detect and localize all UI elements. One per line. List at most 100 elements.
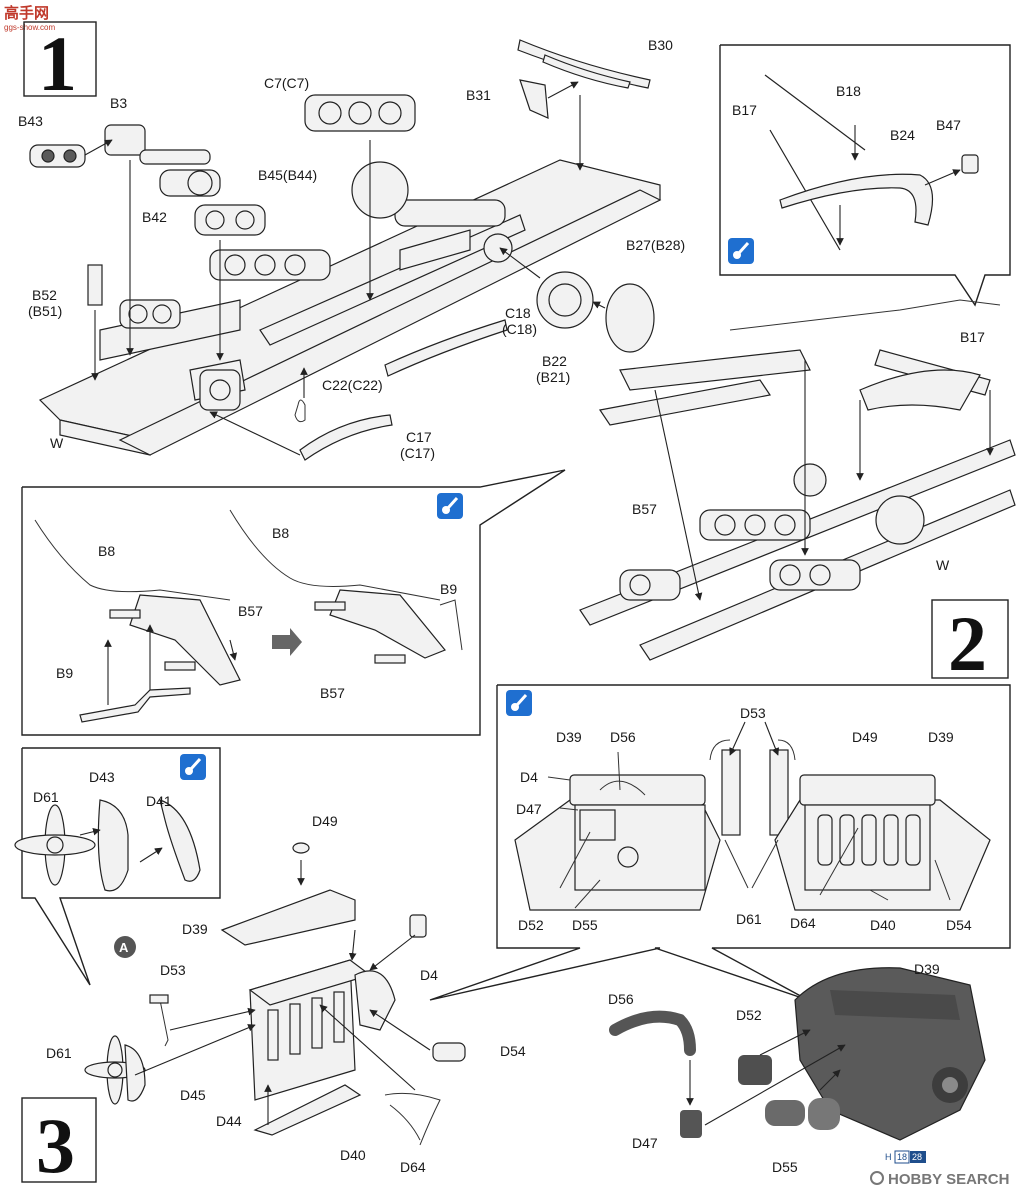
svg-text:D64: D64 [790, 915, 816, 931]
step-3-badge: 3 [21, 1097, 97, 1189]
svg-text:(C17): (C17) [400, 445, 435, 461]
svg-text:B43: B43 [18, 113, 43, 129]
part-b52 [87, 264, 103, 306]
part-b45 [194, 204, 266, 236]
svg-text:A: A [119, 940, 129, 955]
svg-text:18: 18 [897, 1152, 907, 1162]
step-3-engine: A D49 D39 D4 D53 [46, 813, 526, 1175]
part-b31 [519, 79, 549, 119]
svg-text:C7(C7): C7(C7) [264, 75, 309, 91]
svg-text:D53: D53 [160, 962, 186, 978]
svg-text:3: 3 [36, 1102, 75, 1189]
paint-icon [506, 690, 532, 716]
svg-text:(B21): (B21) [536, 369, 570, 385]
svg-text:高手网: 高手网 [4, 4, 49, 22]
part-b22-hub [536, 271, 594, 329]
svg-text:B18: B18 [836, 83, 861, 99]
svg-text:C22(C22): C22(C22) [322, 377, 383, 393]
svg-text:D4: D4 [420, 967, 438, 983]
svg-text:D53: D53 [740, 705, 766, 721]
svg-text:B31: B31 [466, 87, 491, 103]
part-b42 [159, 169, 221, 197]
svg-text:D61: D61 [46, 1045, 72, 1061]
inset-2-frame: B8 B57 B9 B8 B9 B57 [21, 469, 566, 736]
svg-text:D64: D64 [400, 1159, 426, 1175]
svg-text:28: 28 [912, 1152, 922, 1162]
part-b3 [104, 124, 211, 165]
svg-text:D47: D47 [516, 801, 542, 817]
part-c7 [304, 94, 416, 132]
engine-render: D56 D52 D39 D47 D55 [608, 961, 986, 1175]
svg-text:D47: D47 [632, 1135, 658, 1151]
inset-4-frame: D53 D39 D56 D4 D47 D49 D39 D52 D55 D61 D… [429, 684, 1011, 1001]
svg-text:D39: D39 [928, 729, 954, 745]
svg-text:D40: D40 [870, 917, 896, 933]
svg-text:C17: C17 [406, 429, 432, 445]
part-b43 [29, 144, 86, 168]
step-1-badge: 1 [23, 20, 97, 107]
svg-text:B3: B3 [110, 95, 127, 111]
svg-text:W: W [50, 435, 64, 451]
svg-text:C18: C18 [505, 305, 531, 321]
step-1-chassis [38, 159, 662, 456]
svg-text:B57: B57 [320, 685, 345, 701]
svg-text:D55: D55 [572, 917, 598, 933]
svg-text:B30: B30 [648, 37, 673, 53]
svg-text:B22: B22 [542, 353, 567, 369]
svg-text:2: 2 [948, 600, 987, 687]
svg-text:D43: D43 [89, 769, 115, 785]
paint-icon [437, 493, 463, 519]
step-1-labels: B43 B3 B42 C7(C7) B45(B44) B31 B30 B52 (… [18, 37, 685, 461]
svg-text:B24: B24 [890, 127, 915, 143]
svg-text:D39: D39 [914, 961, 940, 977]
svg-text:1: 1 [38, 20, 77, 107]
svg-text:ggs-show.com: ggs-show.com [4, 23, 55, 32]
inset-3-frame: D61 D43 D41 [14, 747, 221, 986]
page-number: H 18 28 [885, 1150, 926, 1164]
svg-text:B17: B17 [732, 102, 757, 118]
svg-text:B27(B28): B27(B28) [626, 237, 685, 253]
svg-text:D4: D4 [520, 769, 538, 785]
svg-text:D54: D54 [500, 1043, 526, 1059]
svg-text:B9: B9 [440, 581, 457, 597]
inset-1-frame: B17 B18 B24 B47 [719, 44, 1011, 307]
svg-text:B9: B9 [56, 665, 73, 681]
svg-text:D52: D52 [736, 1007, 762, 1023]
svg-text:B47: B47 [936, 117, 961, 133]
svg-text:B42: B42 [142, 209, 167, 225]
svg-text:D49: D49 [312, 813, 338, 829]
part-c17-leaf-spring [299, 414, 393, 461]
paint-icon [728, 238, 754, 264]
step-2-chassis: B17 B57 W [579, 299, 1016, 661]
watermark-logo: 高手网 ggs-show.com [4, 4, 55, 32]
svg-text:(C18): (C18) [502, 321, 537, 337]
svg-text:B52: B52 [32, 287, 57, 303]
svg-text:B45(B44): B45(B44) [258, 167, 317, 183]
svg-text:W: W [936, 557, 950, 573]
marker-a: A [114, 936, 136, 958]
svg-text:D39: D39 [182, 921, 208, 937]
svg-text:D56: D56 [608, 991, 634, 1007]
part-c22 [294, 399, 306, 423]
svg-text:B8: B8 [272, 525, 289, 541]
svg-text:H: H [885, 1152, 892, 1162]
svg-text:HOBBY SEARCH: HOBBY SEARCH [888, 1171, 1009, 1188]
hobby-search-logo: HOBBY SEARCH [870, 1171, 1009, 1188]
svg-text:D56: D56 [610, 729, 636, 745]
svg-text:B17: B17 [960, 329, 985, 345]
part-b27-wheel-disc [605, 283, 655, 353]
svg-text:B8: B8 [98, 543, 115, 559]
step-2-badge: 2 [931, 599, 1009, 687]
svg-text:D55: D55 [772, 1159, 798, 1175]
svg-text:D39: D39 [556, 729, 582, 745]
svg-text:D41: D41 [146, 793, 172, 809]
part-c18-leaf-spring [384, 319, 508, 377]
svg-text:D52: D52 [518, 917, 544, 933]
step-1-arrows [84, 81, 606, 456]
svg-text:(B51): (B51) [28, 303, 62, 319]
svg-text:B57: B57 [632, 501, 657, 517]
svg-text:D49: D49 [852, 729, 878, 745]
svg-text:D45: D45 [180, 1087, 206, 1103]
svg-text:D54: D54 [946, 917, 972, 933]
